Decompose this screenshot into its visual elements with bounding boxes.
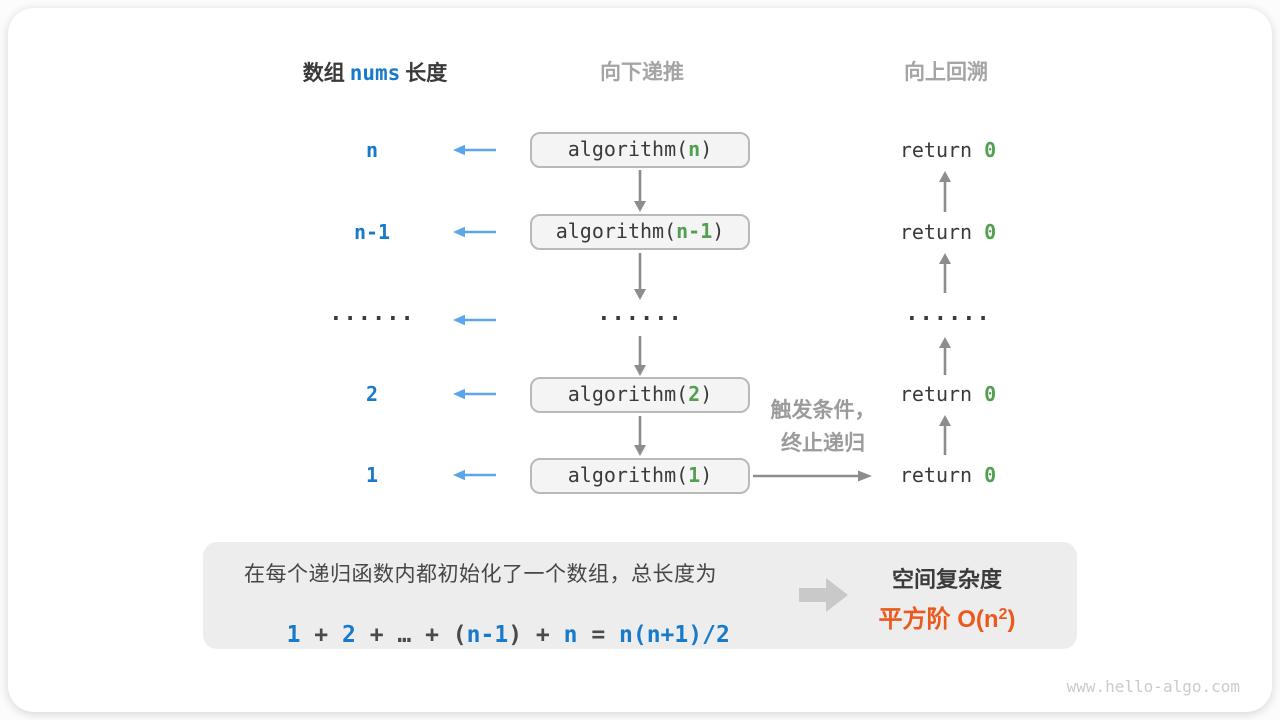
return-value: 0 [984, 138, 997, 162]
return-value: 0 [984, 463, 997, 487]
formula-token: 2 [341, 622, 356, 648]
formula-token: + [300, 622, 342, 648]
down-arrow-icon [634, 253, 646, 300]
formula-token: n [563, 622, 578, 648]
base-case-note-line2: 终止递归 [781, 432, 865, 455]
call-arg: 2 [688, 382, 701, 406]
return-keyword: return [899, 138, 985, 162]
formula-token: n(n+1)/2 [619, 622, 730, 648]
up-arrow-icon [939, 253, 951, 293]
header-backtrack-up: 向上回溯 [904, 61, 988, 84]
up-arrow-icon [939, 415, 951, 455]
array-length-label-n-1: n-1 [353, 220, 391, 244]
formula-token: ) [508, 622, 523, 648]
call-arg: n [688, 137, 701, 161]
return-value: 0 [984, 382, 997, 406]
left-arrow-icon [453, 469, 496, 481]
formula-token: ( [452, 622, 467, 648]
return-statement: return 0 [878, 218, 1018, 246]
return-statement: return 0 [878, 461, 1018, 489]
formula-token: + [522, 622, 564, 648]
formula-token: = [577, 622, 620, 648]
recursion-dots: ...... [597, 301, 683, 326]
array-length-label-1: 1 [365, 463, 379, 487]
return-keyword: return [899, 220, 985, 244]
formula-token: 1 [286, 622, 301, 648]
call-close: ) [700, 137, 713, 161]
complexity-title: 空间复杂度 [891, 567, 1002, 592]
formula-token: n-1 [466, 622, 509, 648]
left-arrow-icon [453, 314, 496, 326]
return-statement: return 0 [878, 380, 1018, 408]
call-fn: algorithm( [567, 463, 689, 487]
call-arg: n-1 [676, 219, 713, 243]
call-close: ) [700, 463, 713, 487]
call-box-algorithm-n-1: algorithm(n-1) [530, 214, 750, 250]
return-keyword: return [899, 382, 985, 406]
array-length-label-2: 2 [365, 382, 379, 406]
watermark: www.hello-algo.com [1066, 677, 1240, 696]
down-arrow-icon [634, 336, 646, 376]
right-arrow-icon [753, 470, 872, 482]
array-length-label-dots: ...... [329, 301, 415, 326]
formula-token: … [397, 622, 412, 648]
call-box-algorithm-2: algorithm(2) [530, 377, 750, 413]
return-keyword: return [899, 463, 985, 487]
return-value: 0 [984, 220, 997, 244]
call-fn: algorithm( [567, 137, 689, 161]
base-case-note-line1: 触发条件， [770, 399, 876, 422]
complexity-exponent: 2 [998, 606, 1008, 623]
formula-token: + [411, 622, 453, 648]
call-fn: algorithm( [555, 219, 677, 243]
down-arrow-icon [634, 170, 646, 212]
left-arrow-icon [453, 388, 496, 400]
left-arrow-icon [453, 226, 496, 238]
call-box-algorithm-1: algorithm(1) [530, 458, 750, 494]
array-length-label-n: n [365, 138, 379, 162]
nums-code: nums [349, 61, 401, 85]
complexity-value-close: ) [1007, 606, 1016, 633]
complexity-value-prefix: 平方阶 O(n [878, 606, 999, 633]
complexity-value: 平方阶 O(n2) [862, 599, 1032, 634]
big-right-arrow-icon [799, 578, 848, 612]
down-arrow-icon [634, 416, 646, 456]
call-close: ) [700, 382, 713, 406]
call-fn: algorithm( [567, 382, 689, 406]
call-box-algorithm-n: algorithm(n) [530, 132, 750, 168]
call-arg: 1 [688, 463, 701, 487]
length-label: 长度 [405, 62, 448, 85]
up-arrow-icon [939, 337, 951, 375]
up-arrow-icon [939, 171, 951, 212]
header-recurse-down: 向下递推 [600, 61, 684, 84]
left-arrow-icon [453, 144, 496, 156]
backtrack-dots: ...... [905, 301, 991, 326]
summary-text: 在每个递归函数内都初始化了一个数组，总长度为 [244, 563, 717, 586]
summary-formula: 1 + 2 + … + (n-1) + n = n(n+1)/2 [228, 596, 733, 674]
formula-token: + [355, 622, 398, 648]
array-label: 数组 [302, 62, 345, 85]
return-statement: return 0 [878, 136, 1018, 164]
call-close: ) [712, 219, 725, 243]
summary-panel [203, 542, 1077, 649]
